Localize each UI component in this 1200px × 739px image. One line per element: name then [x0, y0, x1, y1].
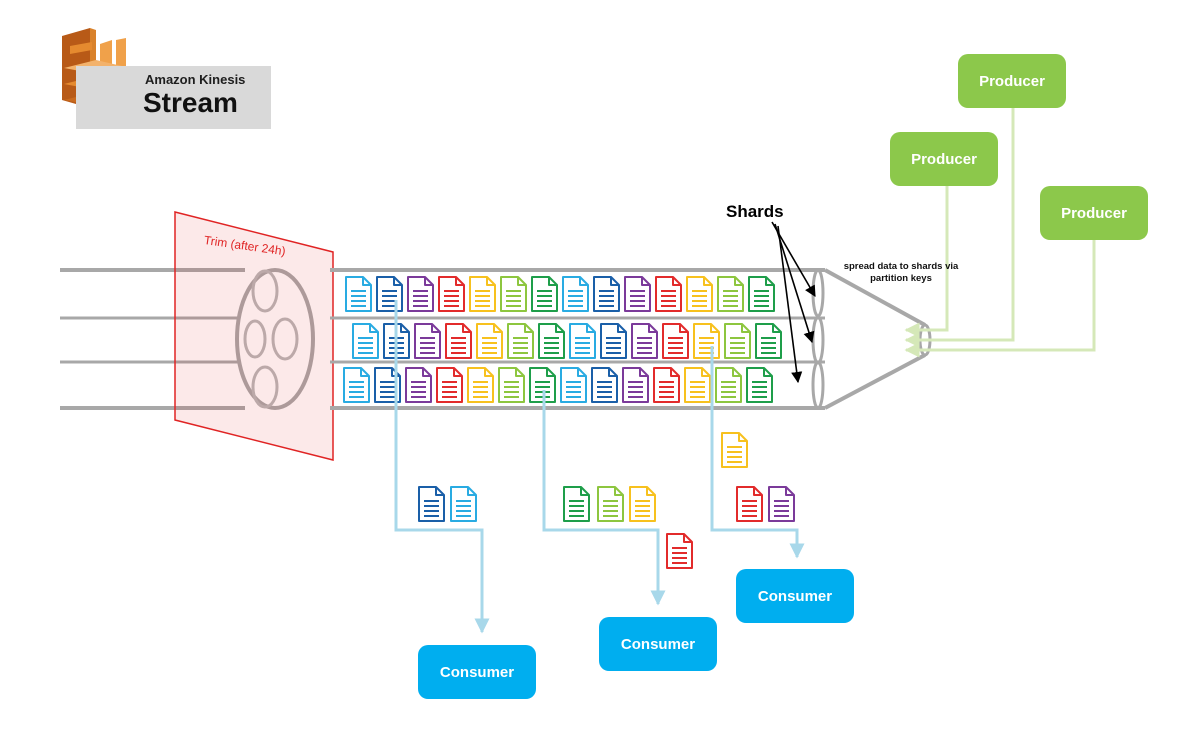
logo-card	[76, 66, 271, 129]
record-doc-icon	[684, 367, 711, 403]
record-doc-icon	[445, 323, 472, 359]
record-doc-icon	[469, 276, 496, 312]
record-doc-icon	[538, 323, 565, 359]
record-doc-icon	[569, 323, 596, 359]
consumed-record-icon	[768, 486, 795, 522]
record-doc-icon	[693, 323, 720, 359]
record-doc-icon	[407, 276, 434, 312]
record-doc-icon	[653, 367, 680, 403]
record-doc-icon	[436, 367, 463, 403]
producer-box-1[interactable]: Producer	[958, 54, 1066, 108]
consumer-connectors	[394, 300, 805, 634]
record-doc-icon	[438, 276, 465, 312]
consumed-record-icon	[629, 486, 656, 522]
trim-plane	[174, 211, 334, 461]
record-doc-icon	[405, 367, 432, 403]
record-doc-icon	[655, 276, 682, 312]
record-doc-icon	[724, 323, 751, 359]
record-doc-icon	[467, 367, 494, 403]
record-doc-icon	[507, 323, 534, 359]
record-doc-icon	[352, 323, 379, 359]
record-doc-icon	[476, 323, 503, 359]
record-doc-icon	[500, 276, 527, 312]
record-doc-icon	[631, 323, 658, 359]
record-doc-icon	[374, 367, 401, 403]
spread-label: spread data to shards via partition keys	[843, 261, 959, 284]
consumed-record-icon	[418, 486, 445, 522]
consumed-record-icon	[597, 486, 624, 522]
record-doc-icon	[343, 367, 370, 403]
record-doc-icon	[746, 367, 773, 403]
record-doc-icon	[717, 276, 744, 312]
record-doc-icon	[560, 367, 587, 403]
logo-title: Stream	[143, 87, 238, 118]
record-doc-icon	[376, 276, 403, 312]
record-doc-icon	[414, 323, 441, 359]
logo-subtitle: Amazon Kinesis	[145, 72, 246, 87]
record-doc-icon	[345, 276, 372, 312]
consumer-box-1[interactable]: Consumer	[418, 645, 536, 699]
record-doc-icon	[600, 323, 627, 359]
consumer-records	[418, 432, 795, 569]
shards-label: Shards	[726, 202, 784, 221]
consumer-box-2[interactable]: Consumer	[599, 617, 717, 671]
record-doc-icon	[686, 276, 713, 312]
record-doc-icon	[662, 323, 689, 359]
consumer-box-3[interactable]: Consumer	[736, 569, 854, 623]
shard-records	[343, 276, 782, 403]
consumed-record-icon	[736, 486, 763, 522]
consumed-record-icon	[666, 533, 693, 569]
producer-box-3[interactable]: Producer	[1040, 186, 1148, 240]
record-doc-icon	[715, 367, 742, 403]
shard-tubes	[330, 268, 932, 410]
producer-box-2[interactable]: Producer	[890, 132, 998, 186]
record-doc-icon	[498, 367, 525, 403]
shards-arrows	[771, 221, 816, 384]
record-doc-icon	[593, 276, 620, 312]
record-doc-icon	[755, 323, 782, 359]
stream-pipe-left	[60, 268, 315, 410]
consumed-record-icon	[721, 432, 748, 468]
record-doc-icon	[624, 276, 651, 312]
record-doc-icon	[748, 276, 775, 312]
record-doc-icon	[562, 276, 589, 312]
producer-connectors	[904, 108, 1096, 358]
record-doc-icon	[591, 367, 618, 403]
record-doc-icon	[531, 276, 558, 312]
consumed-record-icon	[450, 486, 477, 522]
record-doc-icon	[622, 367, 649, 403]
consumed-record-icon	[563, 486, 590, 522]
